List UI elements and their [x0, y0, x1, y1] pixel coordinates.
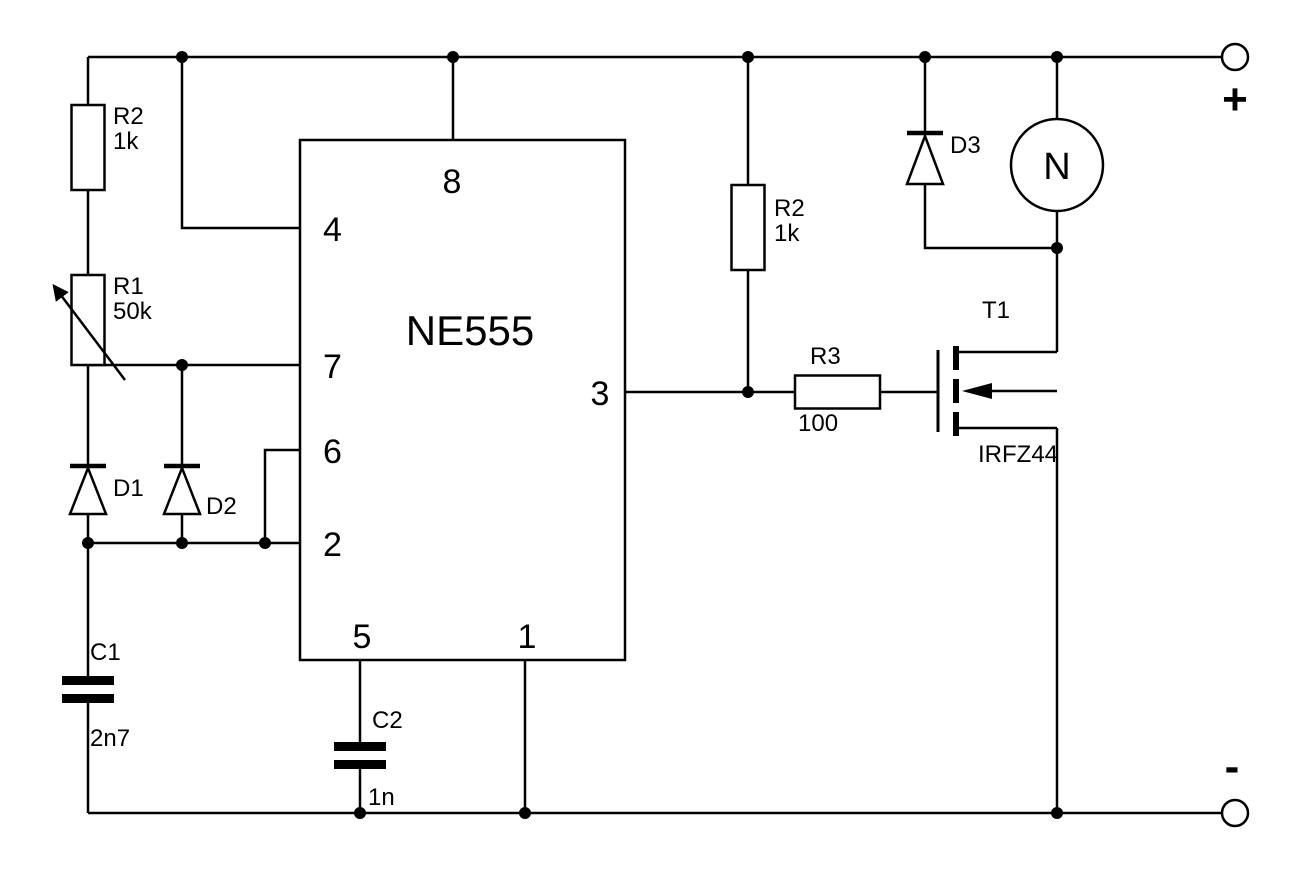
junction-dot	[176, 51, 188, 63]
ic-pin-6-label: 6	[323, 433, 342, 471]
capacitor-c1-plate-top	[62, 676, 114, 685]
resistor-r2-left-ref: R2	[113, 103, 144, 130]
capacitor-c1-value: 2n7	[90, 725, 130, 752]
junction-dot	[1051, 807, 1063, 819]
diode-d1: D1	[68, 463, 144, 516]
capacitor-c2-plate-bottom	[334, 760, 386, 769]
ic-body	[298, 138, 627, 662]
ic-pin-1-label: 1	[518, 618, 537, 656]
motor-body	[1009, 117, 1105, 213]
resistor-r2-right-body	[730, 183, 766, 272]
resistor-r3-value: 100	[798, 410, 838, 437]
capacitor-c2-plate-top	[334, 742, 386, 751]
junction-dot	[519, 807, 531, 819]
junction-dot	[742, 386, 754, 398]
terminal-negative-circle	[1220, 798, 1250, 828]
ic-pin-8-label: 8	[443, 163, 462, 201]
potentiometer-r1-value: 50k	[113, 298, 153, 325]
capacitor-c1: C1 2n7	[62, 639, 130, 752]
junction-dot	[919, 51, 931, 63]
terminal-positive-circle	[1220, 42, 1250, 72]
ic-pin-7-label: 7	[323, 348, 342, 386]
ic-name-label: NE555	[406, 307, 534, 354]
potentiometer-r1-wiper-arrow	[52, 284, 126, 381]
capacitor-c2-ref: C2	[372, 707, 403, 734]
junction-dot	[259, 537, 271, 549]
resistor-r2-right-ref: R2	[774, 195, 805, 222]
junction-dot	[176, 359, 188, 371]
junction-dot	[447, 51, 459, 63]
mosfet-net-wire	[957, 248, 1059, 813]
ic-ne555: NE555 8 4 7 6 2 5 1 3	[298, 138, 627, 662]
mosfet-t1-ref: T1	[982, 297, 1010, 324]
junction-dot	[742, 51, 754, 63]
junction-dot	[354, 807, 366, 819]
junction-dots	[82, 51, 1063, 819]
diode-d3-ref: D3	[950, 132, 981, 159]
motor-label: N	[1043, 146, 1070, 188]
ic-pin-3-label: 3	[591, 375, 610, 413]
ic-pin-4-label: 4	[323, 211, 342, 249]
pin3-net-wire	[625, 57, 938, 394]
wires	[86, 55, 1222, 815]
resistor-r2-left: R2 1k	[70, 103, 144, 192]
diode-d3-triangle	[905, 132, 945, 186]
terminal-positive: +	[1220, 42, 1250, 124]
pin4-net-wire	[180, 57, 300, 230]
mosfet-t1: T1 IRFZ44	[936, 297, 1058, 468]
capacitor-c2-value: 1n	[368, 784, 395, 811]
d3-net-wire	[923, 57, 1057, 250]
mosfet-t1-part: IRFZ44	[978, 441, 1058, 468]
diode-d1-triangle	[68, 464, 108, 516]
resistor-r2-left-body	[70, 103, 106, 192]
diode-d2-ref: D2	[206, 493, 237, 520]
capacitor-c1-plate-bottom	[62, 694, 114, 703]
resistor-r3-ref: R3	[810, 343, 841, 370]
capacitor-c1-ref: C1	[90, 639, 121, 666]
motor-n: N	[1009, 117, 1105, 213]
potentiometer-r1: R1 50k	[52, 273, 153, 381]
diode-d3: D3	[905, 130, 981, 186]
potentiometer-r1-ref: R1	[113, 273, 144, 300]
terminal-positive-label: +	[1222, 75, 1248, 124]
mosfet-t1-body-arrow	[962, 383, 992, 399]
diode-d2: D2	[162, 463, 237, 520]
junction-dot	[82, 537, 94, 549]
junction-dot	[1051, 51, 1063, 63]
junction-dot	[176, 537, 188, 549]
diode-d2-triangle	[162, 464, 202, 516]
resistor-r3-body	[793, 374, 882, 410]
capacitor-c2: C2 1n	[334, 707, 403, 811]
junction-dot	[1051, 242, 1063, 254]
diode-d1-ref: D1	[113, 475, 144, 502]
terminal-negative: -	[1220, 742, 1250, 828]
ic-pin-2-label: 2	[323, 526, 342, 564]
ic-pin-5-label: 5	[353, 618, 372, 656]
resistor-r2-left-value: 1k	[113, 128, 139, 155]
resistor-r3: R3 100	[793, 343, 882, 437]
terminal-negative-label: -	[1225, 742, 1240, 791]
resistor-r2-right-value: 1k	[774, 220, 800, 247]
pin2-net-wire	[88, 365, 300, 545]
resistor-r2-right: R2 1k	[730, 183, 805, 272]
potentiometer-r1-body	[70, 273, 106, 367]
